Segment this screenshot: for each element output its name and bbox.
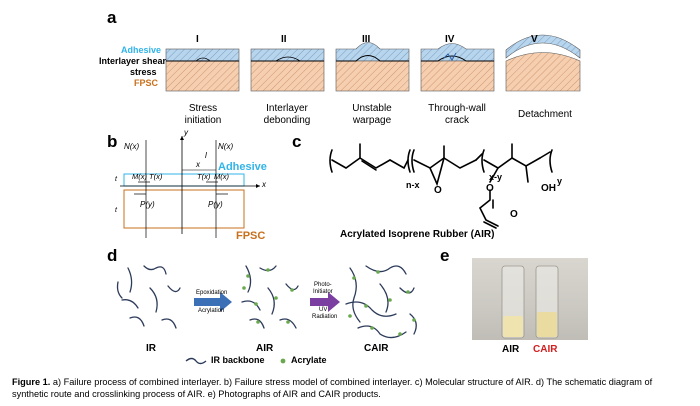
c-sub-xy: x-y bbox=[489, 172, 503, 182]
e-label-air: AIR bbox=[502, 344, 520, 355]
stage-numeral-5: V bbox=[531, 34, 538, 45]
c-oh: OH bbox=[541, 183, 556, 194]
stage-numeral-1: I bbox=[196, 34, 199, 45]
b-tx-right: T(x) bbox=[197, 172, 211, 181]
legend-backbone-icon bbox=[185, 357, 207, 365]
d-legend-backbone: IR backbone bbox=[211, 355, 265, 365]
b-adhesive-label: Adhesive bbox=[218, 161, 267, 173]
interlayer-label: Interlayer shear bbox=[99, 56, 167, 66]
failure-process-diagram bbox=[165, 34, 581, 92]
d-step2-bottom: UV bbox=[319, 307, 328, 313]
c-title: Acrylated Isoprene Rubber (AIR) bbox=[340, 229, 495, 240]
b-fpsc-label: FPSC bbox=[236, 230, 266, 242]
stage-numeral-4: IV bbox=[445, 34, 455, 45]
b-mx-right: M(x) bbox=[214, 172, 229, 181]
e-label-cair: CAIR bbox=[533, 344, 558, 355]
c-o-ester: O bbox=[486, 183, 494, 194]
panel-letter-c: c bbox=[292, 132, 302, 151]
stage-4-graphic bbox=[420, 43, 495, 92]
stage-numeral-3: III bbox=[362, 34, 371, 45]
b-x-mid: x bbox=[196, 160, 200, 169]
d-legend-acrylate: Acrylate bbox=[291, 355, 327, 365]
c-o-epoxide: O bbox=[434, 185, 442, 196]
stage-3-graphic bbox=[335, 42, 410, 92]
fpsc-label: FPSC bbox=[134, 78, 159, 88]
stress-label: stress bbox=[130, 67, 157, 77]
b-tx-left: T(x) bbox=[149, 172, 163, 181]
stage-caption-5: Detachment bbox=[518, 109, 572, 120]
c-sub-y: y bbox=[557, 176, 563, 186]
vials-graphic bbox=[501, 265, 559, 339]
panel-letter-d: d bbox=[107, 246, 118, 265]
d-step2-top2: Initiator bbox=[313, 289, 333, 295]
d-label-air: AIR bbox=[256, 343, 274, 354]
stage-numeral-2: II bbox=[281, 34, 287, 45]
c-sub-nx: n-x bbox=[406, 180, 420, 190]
b-t-left: t bbox=[115, 176, 117, 183]
stage-5-graphic bbox=[505, 34, 581, 92]
stage-1-graphic bbox=[165, 48, 240, 92]
legend-acrylate-dot bbox=[280, 358, 286, 364]
panel-letter-a: a bbox=[107, 8, 117, 27]
figure-caption: Figure 1. a) Failure process of combined… bbox=[12, 377, 653, 399]
stress-model-diagram bbox=[120, 136, 260, 238]
d-step1-bottom: Acrylation bbox=[198, 308, 225, 314]
d-step1-top: Epoxidation bbox=[196, 290, 228, 296]
panel-letter-b: b bbox=[107, 132, 118, 151]
d-step2-top: Photo- bbox=[314, 282, 332, 288]
b-axis-x: x bbox=[262, 180, 266, 189]
synthesis-route-diagram bbox=[116, 265, 417, 339]
panel-letter-e: e bbox=[440, 246, 450, 265]
adhesive-label: Adhesive bbox=[121, 45, 162, 55]
b-mx-left: M(x) bbox=[132, 172, 147, 181]
air-molecular-structure bbox=[329, 143, 553, 229]
b-py-right: P(y) bbox=[208, 200, 223, 209]
b-nx-left: N(x) bbox=[124, 142, 140, 151]
b-py-left: P(y) bbox=[140, 200, 155, 209]
b-t-bottom: t bbox=[115, 207, 117, 214]
vials-photograph bbox=[472, 258, 588, 340]
b-nx-right: N(x) bbox=[218, 142, 234, 151]
b-l-label: l bbox=[205, 151, 207, 160]
d-step2-bottom2: Radiation bbox=[312, 314, 338, 320]
b-axis-y: y bbox=[184, 128, 188, 137]
stage-2-graphic bbox=[250, 48, 325, 92]
d-label-ir: IR bbox=[146, 343, 156, 354]
d-label-cair: CAIR bbox=[364, 343, 389, 354]
c-o-carbonyl: O bbox=[510, 209, 518, 220]
